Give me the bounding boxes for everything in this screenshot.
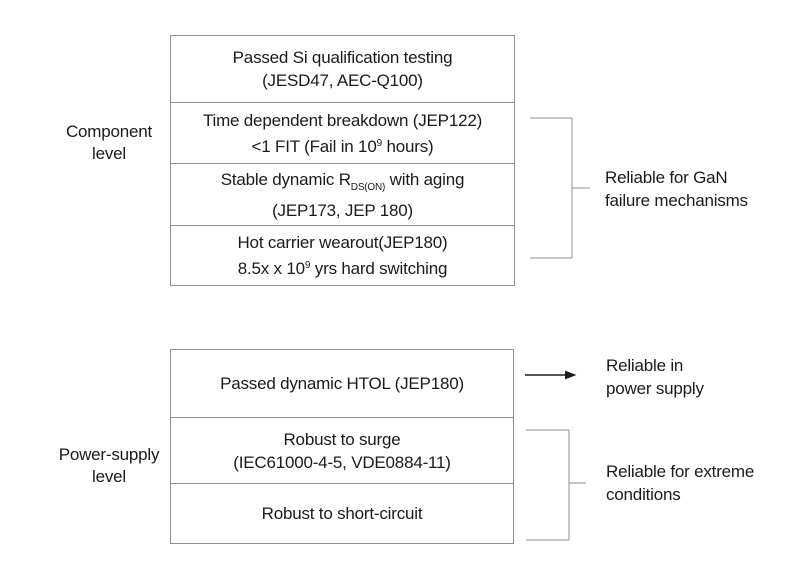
component-level-label: Component level — [65, 122, 153, 163]
box-time-dependent-breakdown: Time dependent breakdown (JEP122) <1 FIT … — [170, 102, 515, 164]
rdson-line2: (JEP173, JEP 180) — [272, 200, 413, 220]
box-hot-carrier-wearout: Hot carrier wearout(JEP180) 8.5x x 109 yr… — [170, 225, 515, 286]
extreme-conditions-bracket — [526, 429, 586, 541]
box-robust-surge-text: Robust to surge (IEC61000-4-5, VDE0884-1… — [233, 429, 451, 472]
wearout-superscript: 9 — [304, 260, 311, 271]
box-si-qualification-text: Passed Si qualification testing (JESD47,… — [232, 48, 453, 90]
wearout-line1: Hot carrier wearout(JEP180) — [237, 233, 448, 252]
box-robust-short-circuit-text: Robust to short-circuit — [261, 504, 423, 523]
box-dynamic-htol: Passed dynamic HTOL (JEP180) — [170, 349, 514, 418]
power-supply-level-label: Power-supply level — [58, 445, 160, 486]
wearout-line2-pre: 8.5x x 10 — [237, 259, 305, 278]
box-stable-rdson-text: Stable dynamic RDS(ON) with aging (JEP173… — [220, 168, 465, 222]
component-level-stack: Passed Si qualification testing (JESD47,… — [170, 35, 515, 286]
rdson-line1-post: with aging — [385, 169, 465, 189]
tddb-line2-post: hours) — [381, 136, 434, 156]
gan-failure-mechanisms-label: Reliable for GaN failure mechanisms — [605, 168, 748, 210]
reliable-in-power-supply-label: Reliable in power supply — [606, 356, 704, 398]
box-robust-surge: Robust to surge (IEC61000-4-5, VDE0884-1… — [170, 417, 514, 484]
box-hot-carrier-wearout-text: Hot carrier wearout(JEP180) 8.5x x 109 yr… — [237, 231, 447, 280]
tddb-line2-pre: <1 FIT (Fail in 10 — [251, 136, 377, 156]
box-robust-short-circuit: Robust to short-circuit — [170, 483, 514, 544]
right-arrow-icon — [525, 370, 577, 380]
box-stable-rdson: Stable dynamic RDS(ON) with aging (JEP173… — [170, 163, 515, 226]
tddb-superscript: 9 — [376, 137, 383, 149]
wearout-line2-post: yrs hard switching — [310, 259, 448, 278]
box-time-dependent-breakdown-text: Time dependent breakdown (JEP122) <1 FIT … — [203, 109, 482, 158]
box-si-qualification: Passed Si qualification testing (JESD47,… — [170, 35, 515, 103]
reliable-for-extreme-conditions-label: Reliable for extreme conditions — [606, 462, 755, 504]
tddb-line1: Time dependent breakdown (JEP122) — [202, 110, 483, 130]
rdson-line1-pre: Stable dynamic R — [220, 169, 351, 189]
arrow-head — [565, 370, 577, 380]
box-dynamic-htol-text: Passed dynamic HTOL (JEP180) — [220, 374, 464, 393]
component-bracket — [530, 117, 590, 259]
power-supply-level-stack: Passed dynamic HTOL (JEP180) Robust to s… — [170, 349, 514, 544]
rdson-subscript: DS(ON) — [350, 181, 386, 193]
